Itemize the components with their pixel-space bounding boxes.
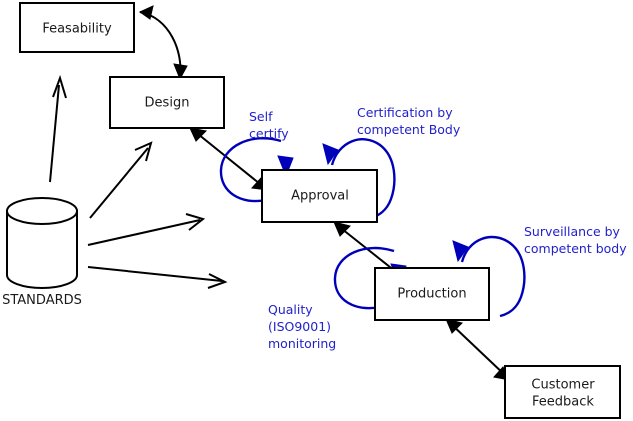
loop-arrow-certification-path xyxy=(330,138,396,220)
loop-arrow-surveillance-path xyxy=(460,235,526,318)
annotation-quality-monitoring: Quality (ISO9001) monitoring xyxy=(268,302,336,351)
connector-production-to-approval-head-start xyxy=(333,221,351,237)
node-approval[interactable]: Approval xyxy=(261,169,378,223)
connector-design-to-feasability-head-start xyxy=(139,5,154,20)
connector-design-to-feasability xyxy=(139,5,188,81)
node-customer-feedback-rect[interactable] xyxy=(504,365,621,419)
connector-production-to-approval-line xyxy=(336,224,401,276)
connector-standards-to-design xyxy=(89,141,153,219)
node-customer-feedback-label-line2: Feedback xyxy=(532,395,594,410)
annotation-self-certify: Self certify xyxy=(249,109,289,141)
loop-arrow-surveillance-head xyxy=(452,240,469,263)
connector-standards-to-approval-head xyxy=(185,213,206,231)
annotation-certification-line1: Certification by xyxy=(357,105,453,120)
loop-arrow-certification xyxy=(322,138,396,220)
node-production-label: Production xyxy=(397,287,466,302)
connector-standards-to-feasability-line xyxy=(49,84,60,183)
node-feasability-label: Feasability xyxy=(42,22,112,37)
standards-cylinder-top xyxy=(6,197,78,225)
connector-standards-to-approval xyxy=(87,213,206,246)
connector-standards-to-production-line xyxy=(87,266,223,282)
loop-arrow-certification-head xyxy=(322,143,339,166)
loop-arrow-surveillance xyxy=(452,235,526,318)
node-approval-label: Approval xyxy=(291,189,349,204)
node-feasability-rect[interactable] xyxy=(19,2,135,53)
connector-standards-to-design-line xyxy=(89,147,149,219)
connector-standards-to-production-head xyxy=(207,273,228,289)
loop-arrow-self-certify-head xyxy=(277,155,294,178)
standards-cylinder-body xyxy=(6,210,78,289)
node-feasability[interactable]: Feasability xyxy=(19,2,135,53)
data-store-standards: STANDARDS xyxy=(2,197,82,308)
node-design[interactable]: Design xyxy=(109,76,225,129)
node-approval-rect[interactable] xyxy=(261,169,378,223)
connector-customer-feedback-to-production-line xyxy=(448,321,508,378)
connector-standards-to-feasability xyxy=(49,74,67,183)
node-production-rect[interactable] xyxy=(374,267,490,321)
node-design-rect[interactable] xyxy=(109,76,225,129)
annotation-self-certify-line2: certify xyxy=(249,126,289,141)
annotation-surveillance-line1: Surveillance by xyxy=(524,224,621,239)
node-customer-feedback-label-line1: Customer xyxy=(531,378,595,393)
connector-standards-to-design-head xyxy=(134,141,153,162)
connector-design-to-feasability-head-end xyxy=(173,63,188,81)
connector-design-to-feasability-line xyxy=(139,11,182,77)
connector-customer-feedback-to-production xyxy=(445,318,511,381)
annotation-certification-line2: competent Body xyxy=(357,122,461,137)
annotation-quality-monitoring-line3: monitoring xyxy=(268,336,336,351)
connector-approval-to-design-line xyxy=(192,129,266,189)
connector-approval-to-design-head-start xyxy=(189,127,208,142)
standards-label: STANDARDS xyxy=(2,293,82,308)
node-production[interactable]: Production xyxy=(374,267,490,321)
node-design-label: Design xyxy=(145,96,190,111)
connector-standards-to-production xyxy=(87,266,228,289)
annotation-certification: Certification by competent Body xyxy=(357,105,461,137)
connector-standards-to-feasability-head xyxy=(52,74,67,99)
annotation-quality-monitoring-line1: Quality xyxy=(268,302,313,317)
connector-standards-to-approval-line xyxy=(87,219,201,246)
annotation-surveillance: Surveillance by competent body xyxy=(524,224,627,256)
annotation-quality-monitoring-line2: (ISO9001) xyxy=(268,319,331,334)
annotation-surveillance-line2: competent body xyxy=(524,241,627,256)
annotation-self-certify-line1: Self xyxy=(249,109,273,124)
node-customer-feedback[interactable]: Customer Feedback xyxy=(504,365,621,419)
